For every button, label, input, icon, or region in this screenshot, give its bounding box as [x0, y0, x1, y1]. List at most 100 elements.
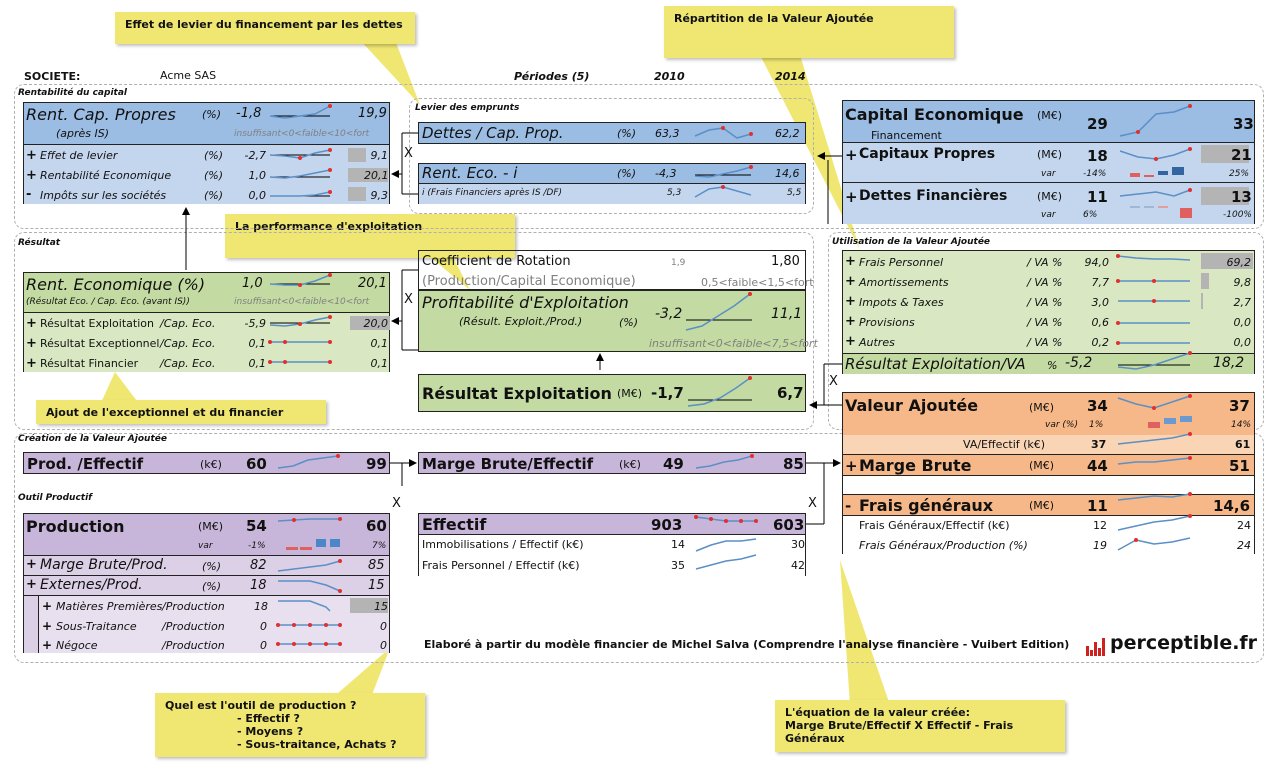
i-v1: 5,3	[667, 188, 682, 198]
util-row0-unit: / VA %	[1027, 256, 1063, 269]
outil-row1-v2: 15	[368, 578, 385, 593]
df-bar	[1201, 187, 1249, 205]
mbe-row: Marge Brute/Effectif (k€) 49 85	[418, 452, 806, 474]
callout-levier: Effet de levier du financement par les d…	[115, 12, 415, 44]
util-row3-sign: +	[845, 314, 856, 329]
capital-title: Capital Economique	[845, 105, 1024, 124]
resexp-unit: (M€)	[617, 387, 643, 400]
cp-unit: (M€)	[1037, 148, 1063, 161]
cp-label: Capitaux Propres	[859, 146, 996, 162]
mb-row: + Marge Brute (M€) 44 51	[843, 454, 1254, 476]
reco-row0-unit: /Cap. Eco.	[160, 317, 216, 330]
fg-v2: 14,6	[1213, 497, 1251, 515]
fg-unit: (M€)	[1029, 499, 1055, 512]
reco-title: Rent. Economique (%)	[26, 275, 206, 294]
rcp-row1-unit: (%)	[204, 169, 224, 182]
fg-row: - Frais généraux (M€) 11 14,6	[843, 494, 1254, 516]
reco-row0-sign: +	[26, 316, 37, 331]
coef-thresholds: 0,5<faible<1,5<fort	[701, 276, 814, 289]
util-row4-v2: 0,0	[1233, 336, 1252, 349]
va-header: Valeur Ajoutée (M€) 34 37 var (%) 1% 14%	[843, 393, 1254, 435]
utilisation-rows: + Frais Personnel / VA % 94,0 69,2 + Amo…	[843, 251, 1254, 353]
util-row0-bar	[1201, 253, 1253, 269]
util-row1-unit: / VA %	[1027, 276, 1063, 289]
section-utilisation: Utilisation de la Valeur Ajoutée	[832, 237, 991, 247]
reco-row0-label: Résultat Exploitation	[40, 317, 154, 330]
outil-row0-v1: 82	[250, 558, 267, 573]
mbe-label: Marge Brute/Effectif	[422, 455, 594, 473]
outil-row0-unit: (%)	[202, 560, 222, 573]
rcp-row2-v2: 9,3	[370, 189, 389, 202]
reco-i-v1: -4,3	[655, 167, 677, 180]
section-resultat: Résultat	[18, 238, 61, 248]
fge-v2: 24	[1237, 519, 1251, 532]
fgp-v2: 24	[1237, 539, 1251, 552]
outil-sub0-label: Matières Premières	[56, 600, 163, 613]
va-v1: 34	[1087, 397, 1108, 415]
rcp-row2-v1: 0,0	[248, 189, 267, 202]
rcp-unit: (%)	[202, 108, 222, 121]
va-title: Valeur Ajoutée	[845, 396, 979, 415]
prof-sparkline	[685, 292, 752, 331]
reco-row2-label: Résultat Financier	[40, 357, 139, 370]
outil-sub2-unit: /Production	[162, 639, 225, 652]
outil-sub1-label: Sous-Traitance	[56, 620, 137, 633]
op-x-util: X	[829, 374, 838, 389]
rcp-row1-label: Rentabilité Economique	[40, 169, 172, 182]
util-row4-unit: / VA %	[1027, 336, 1063, 349]
util-row2-label: Impots & Taxes	[859, 296, 944, 309]
callout-repartition: Répartition de la Valeur Ajoutée	[664, 6, 954, 58]
outil-row0-label: Marge Brute/Prod.	[40, 557, 168, 573]
outil-sub0-bar	[350, 598, 388, 613]
footer-credit: Elaboré à partir du modèle financier de …	[424, 638, 1070, 651]
rcp-row2-unit: (%)	[204, 189, 224, 202]
util-row2-v1: 3,0	[1091, 296, 1110, 309]
outil-row0-sign: +	[26, 557, 37, 572]
reco-row1-unit: /Cap. Eco.	[160, 337, 216, 350]
societe-label: SOCIETE:	[24, 70, 81, 83]
frame-creation	[14, 433, 1264, 663]
reco-row0-v1: -5,9	[244, 317, 266, 330]
rcp-row2-sparkline	[270, 190, 332, 197]
resexp-block: Résultat Exploitation (M€) -1,7 6,7	[418, 374, 806, 412]
outil-sub0-unit: /Production	[162, 600, 225, 613]
reco-row1-sparkline	[268, 340, 332, 344]
capital-sub: Financement	[871, 129, 942, 142]
util-row1-bar	[1201, 273, 1209, 289]
outil-row1-label: Externes/Prod.	[40, 577, 143, 593]
capital-sparkline	[1119, 104, 1192, 137]
fg-details: Frais Généraux/Effectif (k€) 12 24 Frais…	[843, 516, 1254, 554]
fg-label: Frais généraux	[859, 496, 994, 515]
reco-sparkline	[269, 273, 332, 287]
immo-v2: 30	[791, 538, 805, 551]
util-row2-sign: +	[845, 294, 856, 309]
mbe-unit: (k€)	[619, 458, 641, 471]
fp-label: Frais Personnel / Effectif (k€)	[422, 559, 580, 572]
outil-sub: + Matières Premières /Production 18 15 +…	[24, 596, 389, 653]
dettes-v1: 63,3	[655, 127, 680, 140]
callout-equation: L'équation de la valeur créée: Marge Bru…	[775, 700, 1065, 752]
dettes-v2: 62,2	[775, 127, 800, 140]
reco-row1-v2: 0,1	[370, 337, 389, 350]
coef-label: Coefficient de Rotation	[422, 254, 571, 269]
mbe-sparkline	[695, 454, 754, 469]
mbe-v1: 49	[663, 455, 684, 473]
rcp-row0-v2: 9,1	[370, 149, 389, 162]
resexp-v2: 6,7	[777, 384, 804, 402]
bar-chart-icon	[1086, 638, 1105, 656]
reco-i-header: Rent. Eco. - i (%) -4,3 14,6	[419, 164, 805, 184]
outil-sub1-v2: 0	[380, 620, 387, 633]
rcp-title: Rent. Cap. Propres	[26, 105, 176, 124]
frame-rentabilite	[14, 84, 1264, 229]
reco-row2-sign: +	[26, 356, 37, 371]
coef-v1: 1,9	[671, 258, 686, 268]
immo-label: Immobilisations / Effectif (k€)	[422, 538, 584, 551]
i-label: i (Frais Financiers après IS /DF)	[422, 188, 563, 198]
year-start: 2010	[654, 70, 685, 83]
df-row: + Dettes Financières (M€) 11 13 var 6% -…	[843, 183, 1254, 224]
production-v2: 60	[366, 517, 387, 535]
util-row4-label: Autres	[859, 336, 895, 349]
dettes-unit: (%)	[617, 127, 637, 140]
prod-eff-v2: 99	[366, 455, 387, 473]
fge-v1: 12	[1093, 519, 1107, 532]
